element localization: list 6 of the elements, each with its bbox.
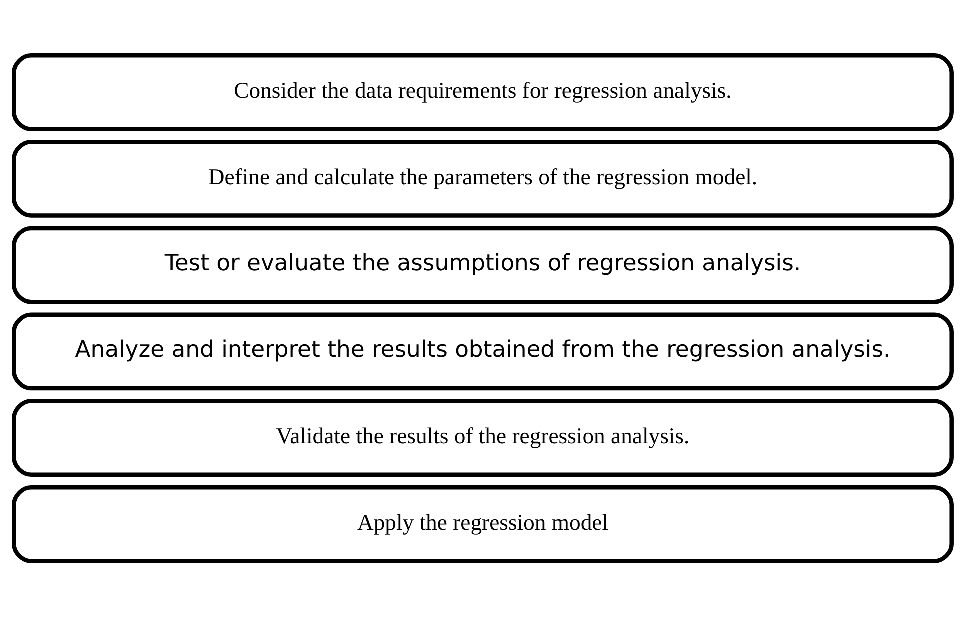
node-box: Test or evaluate the assumptions of regression analysis. [12,226,954,304]
node-box: Validate the results of the regression analysis. [12,399,954,478]
node-box: Apply the regression model [12,486,954,564]
node-box: Define and calculate the parameters of the regression model. [12,140,954,218]
node-box: Analyze and interpret the results obtained from the regression analysis. [12,312,954,391]
node-box: Consider the data requirements for regression analysis. [12,54,954,132]
